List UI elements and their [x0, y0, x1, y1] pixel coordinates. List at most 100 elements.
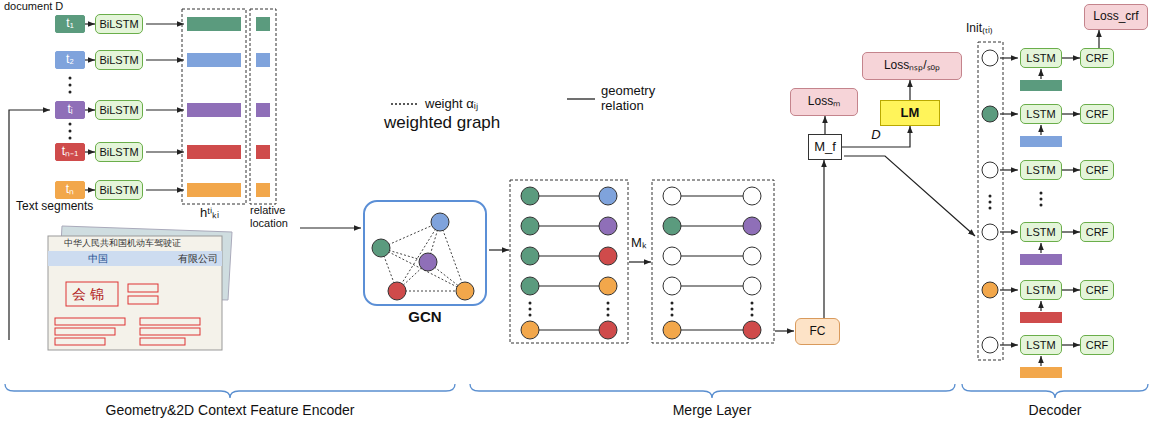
layout-arrow	[300, 227, 361, 228]
graph-vertex	[663, 277, 681, 295]
lstm-box: BiLSTM	[95, 50, 143, 70]
graph-vertex	[743, 277, 761, 295]
graph-vertex	[743, 217, 761, 235]
feature-bar	[256, 17, 270, 31]
node-text: CRF	[1086, 339, 1109, 352]
legend-sample	[567, 98, 595, 99]
feature-bar	[1020, 136, 1062, 147]
pair-link	[672, 285, 752, 286]
feature-bar	[187, 17, 1062, 378]
document-photo	[48, 226, 232, 350]
lstm-box: BiLSTM	[95, 14, 143, 34]
pair-link	[672, 225, 752, 226]
pair-link	[530, 196, 752, 330]
document-photo	[128, 284, 158, 292]
connector	[1062, 344, 1080, 345]
ellipsis-dots	[1040, 192, 1043, 195]
lstm-box: CRF	[1080, 104, 1114, 124]
node-text: LSTM	[1026, 226, 1055, 239]
document-photo	[128, 296, 158, 304]
ellipsis-dots	[69, 130, 72, 133]
connector	[909, 80, 910, 100]
layout-arrow	[9, 24, 1041, 366]
graph-vertex	[431, 213, 449, 231]
ellipsis-dots	[69, 137, 72, 140]
pair-link	[672, 255, 752, 256]
graph-vertex	[743, 247, 761, 265]
graph-edge	[440, 222, 465, 291]
legend-sample	[390, 99, 420, 109]
layout-arrow	[146, 189, 184, 190]
lstm-box: CRF	[1080, 222, 1114, 242]
feature-bar	[256, 53, 270, 67]
connector	[1062, 113, 1080, 114]
connector	[1062, 231, 1080, 232]
layout-arrow	[1040, 125, 1041, 135]
label-text: 中华人民共和国机动车驾驶证	[64, 238, 181, 248]
ellipsis-dots	[69, 84, 72, 87]
ellipsis-dots	[751, 314, 754, 317]
ellipsis-dots	[671, 302, 674, 305]
document-photo	[140, 328, 200, 335]
dashed-frame	[182, 9, 246, 204]
document-photo	[48, 251, 222, 266]
connector	[842, 126, 910, 147]
lstm-box: LSTM	[1020, 280, 1062, 300]
connector	[85, 151, 95, 152]
pair-link	[530, 195, 608, 196]
dashed-frame	[978, 42, 1003, 360]
feature-bar	[187, 53, 241, 67]
dashed-frame	[182, 9, 1003, 360]
layout-arrow	[146, 109, 184, 110]
feature-bar	[1020, 80, 1062, 91]
ellipsis-dots	[69, 77, 72, 80]
node-text: LSTM	[1026, 108, 1055, 121]
gcn-box: GCN	[363, 200, 487, 306]
node-text: t₁	[66, 17, 73, 31]
feature-bar	[187, 17, 241, 31]
lstm-box: LSTM	[1020, 222, 1062, 242]
node-text: Lossₙₛₚ/ₛₒₚ	[884, 59, 940, 73]
node-text: t₂	[66, 53, 74, 67]
ellipsis-dots	[989, 195, 992, 198]
pair-link	[530, 285, 608, 286]
edge-label: D	[869, 128, 882, 143]
graph-vertex	[663, 247, 681, 265]
node-text: tₙ₋₁	[62, 145, 78, 159]
graph-edge	[397, 222, 440, 291]
node-text: LM	[901, 106, 920, 121]
layout-arrow	[9, 110, 50, 340]
ellipsis-dots	[989, 201, 992, 204]
pair-link	[672, 329, 752, 330]
label-text: relative location	[250, 204, 300, 229]
ellipsis-dots	[69, 91, 72, 94]
layout-arrow	[1040, 356, 1041, 366]
document-photo	[48, 236, 222, 350]
feature-bar	[256, 103, 270, 117]
loss-box: Lossₘ	[790, 88, 858, 116]
layout-arrow	[629, 261, 651, 262]
node-text: tₙ	[66, 183, 74, 197]
node-text: LSTM	[1026, 164, 1055, 177]
graph-vertex	[599, 187, 617, 205]
document-photo	[66, 282, 118, 306]
graph-vertex	[599, 321, 617, 339]
section-brace	[962, 384, 1148, 398]
connector	[1062, 169, 1080, 170]
ellipsis-dots	[529, 314, 532, 317]
lstm-box: LSTM	[1020, 104, 1062, 124]
node-text: CRF	[1086, 284, 1109, 297]
lstm-box: LSTM	[1020, 48, 1062, 68]
node-text: Lossₘ	[808, 95, 840, 109]
graph-vertex	[599, 247, 617, 265]
token-box: tₙ₋₁	[55, 143, 85, 161]
lm-box: LM	[880, 100, 940, 126]
connector	[85, 59, 95, 60]
feature-bar	[1020, 254, 1062, 265]
graph-vertex	[743, 321, 761, 339]
lstm-box: BiLSTM	[95, 142, 143, 162]
layout-arrow	[146, 59, 184, 60]
graph-vertex	[663, 187, 681, 205]
